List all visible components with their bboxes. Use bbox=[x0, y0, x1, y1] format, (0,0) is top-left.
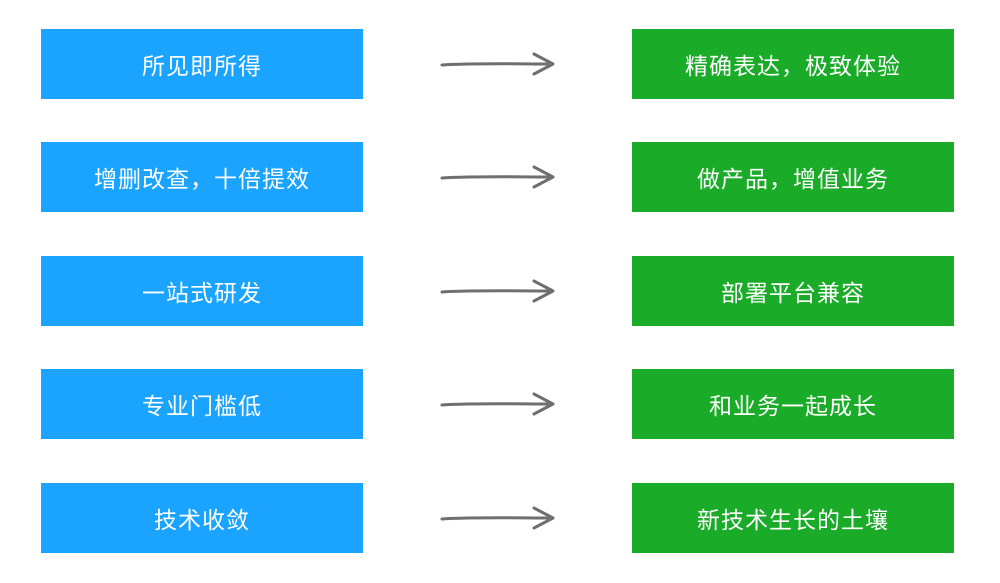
arrow-icon bbox=[440, 506, 555, 530]
left-box: 专业门槛低 bbox=[41, 369, 363, 439]
right-box: 新技术生长的土壤 bbox=[632, 483, 954, 553]
right-box: 做产品，增值业务 bbox=[632, 142, 954, 212]
arrow-icon bbox=[440, 392, 555, 416]
left-box: 所见即所得 bbox=[41, 29, 363, 99]
right-box: 部署平台兼容 bbox=[632, 256, 954, 326]
mapping-row: 技术收敛 新技术生长的土壤 bbox=[0, 483, 1000, 553]
mapping-row: 所见即所得 精确表达，极致体验 bbox=[0, 29, 1000, 99]
left-box: 增删改查，十倍提效 bbox=[41, 142, 363, 212]
right-box: 精确表达，极致体验 bbox=[632, 29, 954, 99]
arrow-icon bbox=[440, 165, 555, 189]
left-box: 一站式研发 bbox=[41, 256, 363, 326]
arrow-icon bbox=[440, 52, 555, 76]
left-box: 技术收敛 bbox=[41, 483, 363, 553]
mapping-row: 专业门槛低 和业务一起成长 bbox=[0, 369, 1000, 439]
right-box: 和业务一起成长 bbox=[632, 369, 954, 439]
mapping-row: 增删改查，十倍提效 做产品，增值业务 bbox=[0, 142, 1000, 212]
arrow-icon bbox=[440, 279, 555, 303]
mapping-row: 一站式研发 部署平台兼容 bbox=[0, 256, 1000, 326]
